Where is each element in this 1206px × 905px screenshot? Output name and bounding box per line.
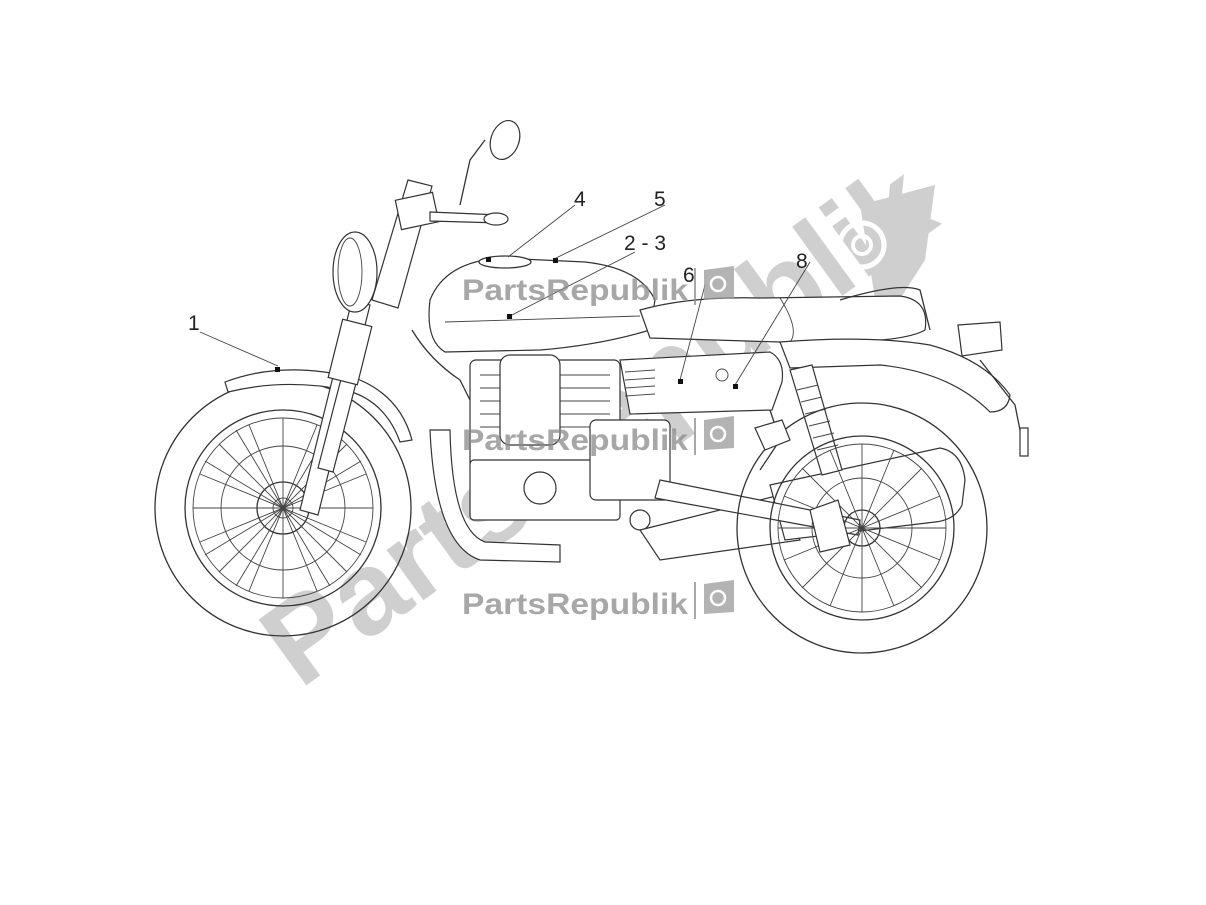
marker-5 — [553, 258, 558, 263]
mirror — [489, 120, 521, 160]
front-spokes — [193, 418, 373, 598]
gear-icon — [704, 266, 734, 300]
side-panel-vents — [624, 369, 656, 397]
watermark-middle-text: PartsRepublik — [462, 424, 688, 457]
side-panel — [619, 351, 784, 415]
motorcycle-drawing — [154, 120, 1029, 654]
leader-lines — [199, 204, 811, 386]
tail-light — [957, 321, 1029, 457]
handlebar — [429, 120, 521, 226]
callout-2-3: 2 - 3 — [624, 232, 666, 255]
gear-icon — [837, 220, 887, 270]
watermark-top-text: PartsRepublik — [462, 274, 688, 307]
watermark-bottom: PartsRepublik — [462, 580, 734, 621]
rear-spokes — [778, 444, 946, 612]
marker-23 — [507, 314, 512, 319]
callout-8: 8 — [796, 250, 808, 273]
headlight — [332, 231, 378, 313]
callout-5: 5 — [654, 188, 666, 211]
watermark-bottom-text: PartsRepublik — [462, 588, 688, 621]
front-fork — [299, 179, 433, 516]
gear-icon — [704, 416, 734, 450]
sticker-markers — [275, 257, 738, 389]
marker-6 — [678, 379, 683, 384]
rear-fender — [779, 338, 1011, 413]
front-fender — [224, 369, 413, 443]
callout-1: 1 — [188, 312, 200, 335]
diagonal-flag-shape — [860, 185, 935, 330]
rear-shock — [789, 364, 843, 476]
marker-1 — [275, 367, 280, 372]
footpeg — [754, 419, 791, 451]
rear-wheel — [736, 402, 988, 654]
instrument-cluster — [394, 191, 440, 231]
callout-4: 4 — [574, 188, 586, 211]
frame-tube — [411, 329, 471, 401]
watermark-top: PartsRepublik — [462, 266, 734, 307]
grab-rail — [839, 286, 931, 331]
gear-icon — [704, 580, 734, 614]
engine — [469, 354, 671, 531]
front-wheel — [154, 379, 412, 637]
callout-6: 6 — [683, 264, 695, 287]
fuel-tank — [428, 257, 656, 353]
callout-labels: 1 4 5 2 - 3 6 8 — [188, 188, 808, 335]
swingarm — [654, 479, 861, 536]
marker-4 — [486, 257, 491, 262]
fuel-cap — [478, 255, 532, 269]
marker-8 — [733, 384, 738, 389]
watermark-middle: PartsRepublik — [462, 416, 734, 457]
